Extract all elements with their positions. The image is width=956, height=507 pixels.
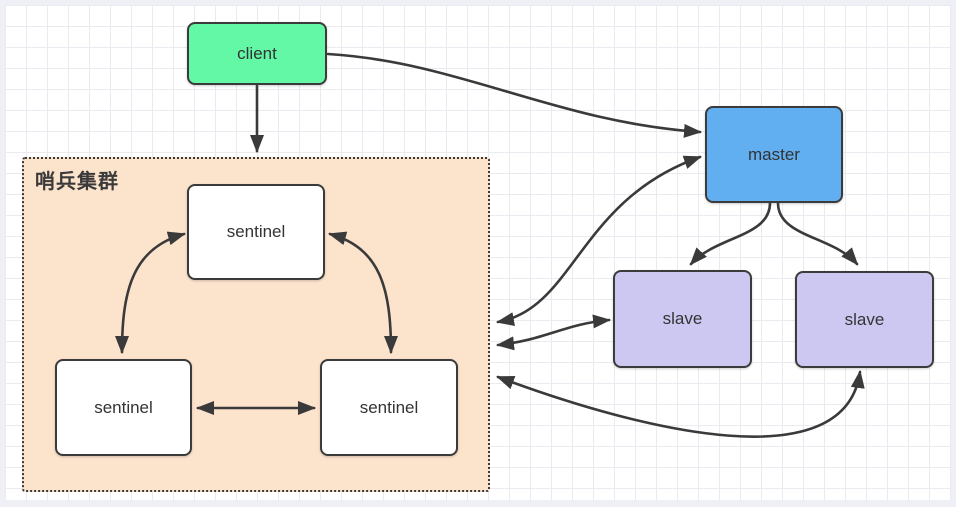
edge-master-to-slave-1[interactable] — [689, 201, 772, 266]
edge-sentinel-cluster-slave-2[interactable] — [496, 370, 865, 438]
sentinel-cluster-label: 哨兵集群 — [35, 171, 119, 193]
edge-sentinel-top-sentinel-right[interactable] — [328, 231, 398, 354]
edge-master-to-slave-2[interactable] — [776, 201, 859, 266]
node-client[interactable]: client — [187, 22, 327, 85]
node-sentinel-left[interactable]: sentinel — [55, 359, 192, 456]
edge-sentinel-cluster-slave-1[interactable] — [496, 314, 611, 351]
node-sentinel-top-label: sentinel — [226, 222, 286, 241]
edge-sentinel-top-sentinel-left[interactable] — [115, 231, 186, 354]
node-slave-2[interactable]: slave — [795, 271, 934, 368]
node-slave-2-label: slave — [844, 309, 885, 329]
node-sentinel-right[interactable]: sentinel — [320, 359, 458, 456]
edge-client-to-master[interactable] — [326, 52, 702, 138]
node-sentinel-left-label: sentinel — [94, 397, 153, 417]
node-sentinel-right-label: sentinel — [359, 397, 419, 417]
node-master-label: master — [748, 144, 800, 164]
node-slave-1-label: slave — [662, 309, 703, 328]
node-sentinel-top[interactable]: sentinel — [187, 184, 325, 280]
node-client-label: client — [237, 43, 277, 63]
edge-sentinel-cluster-master[interactable] — [496, 155, 702, 327]
node-slave-1[interactable]: slave — [613, 270, 752, 368]
node-master[interactable]: master — [705, 106, 843, 203]
